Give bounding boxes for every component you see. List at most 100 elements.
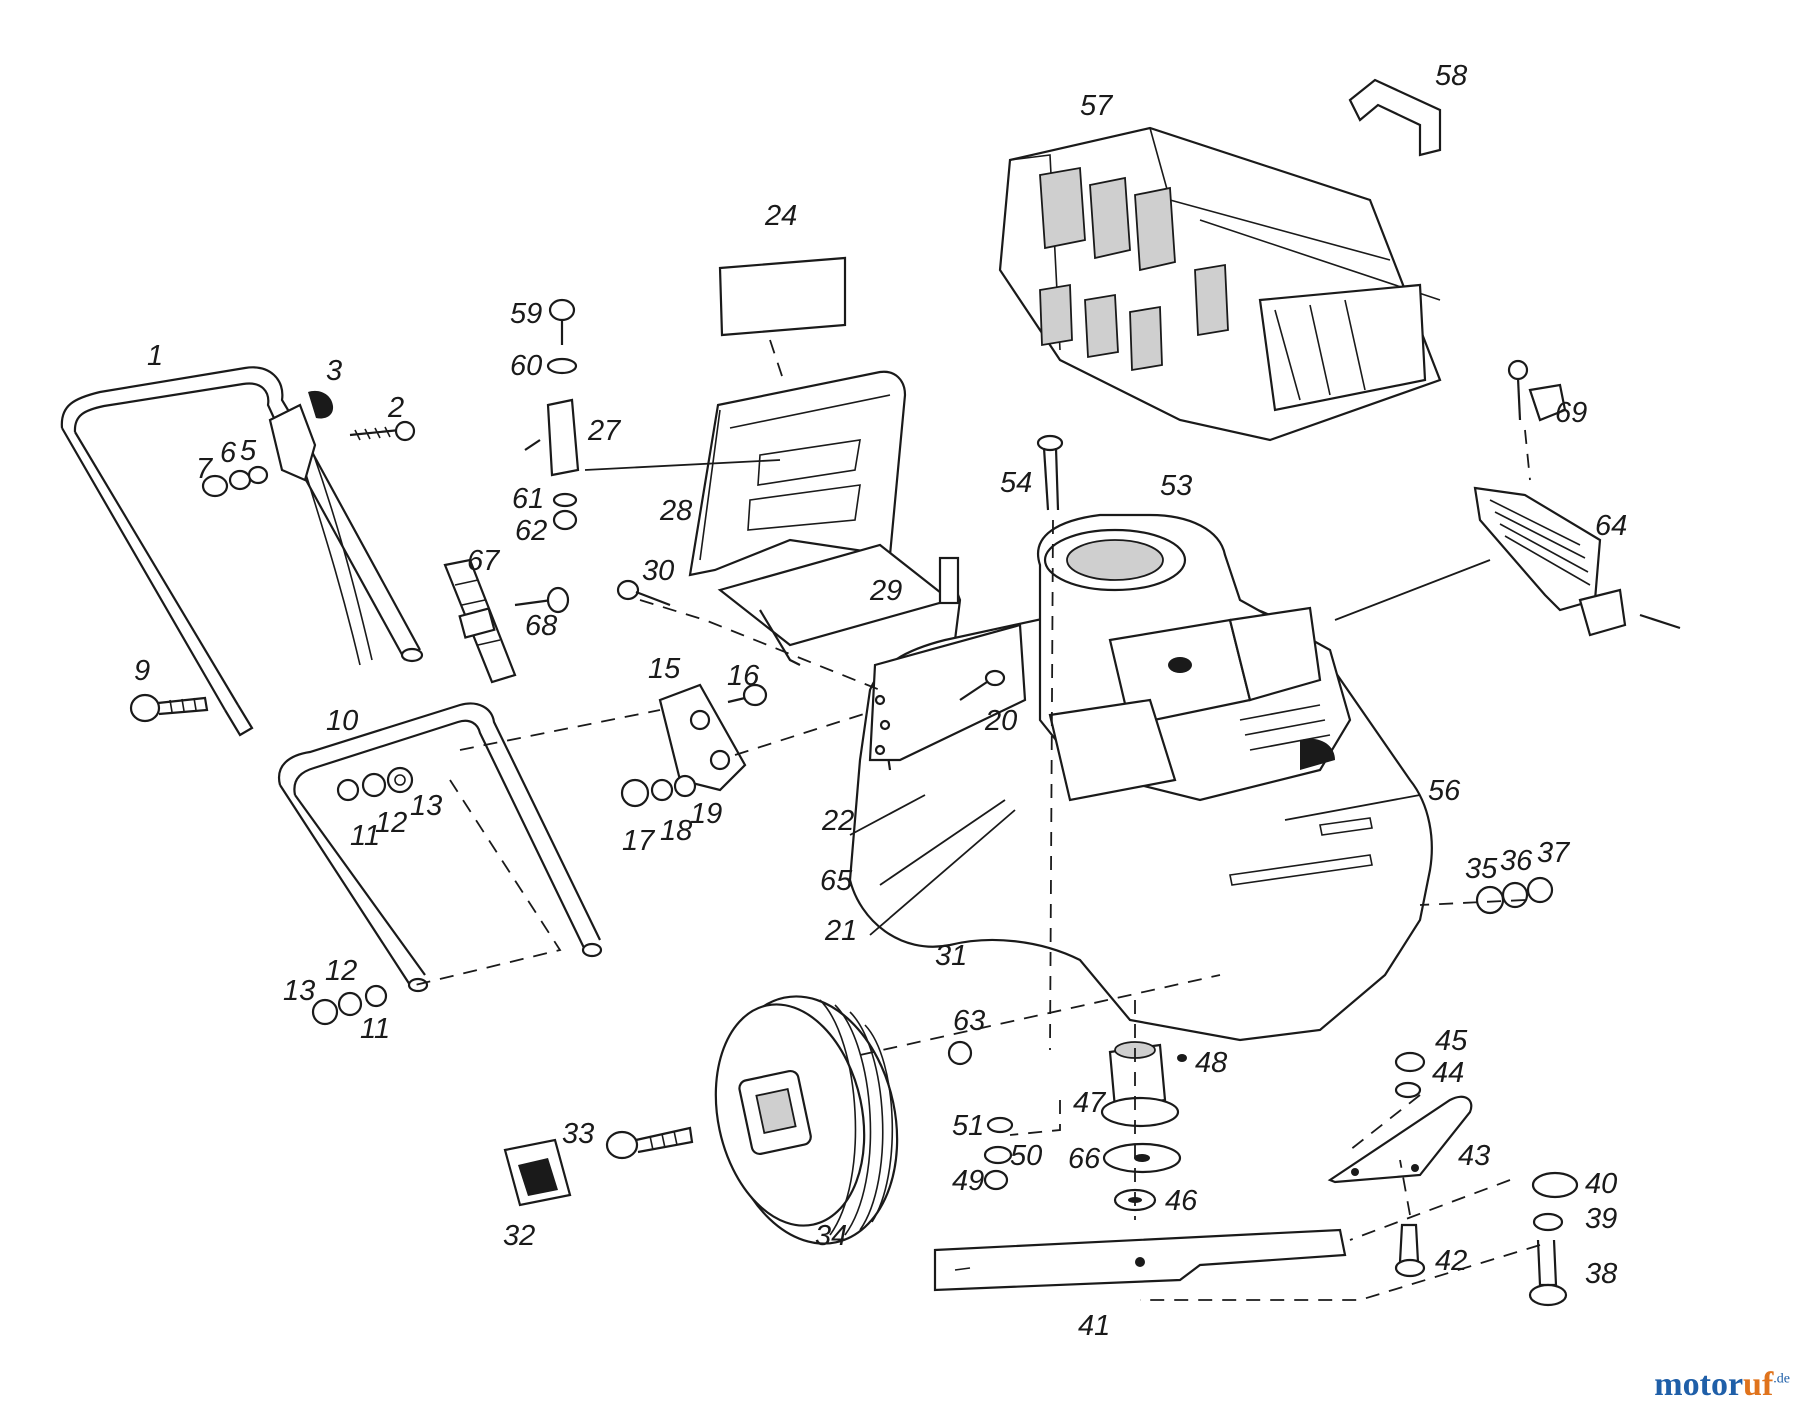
engine-part-53 [1037,513,1352,802]
callout-33: 33 [562,1118,594,1150]
callout-58: 58 [1435,60,1467,92]
callout-43: 43 [1458,1140,1490,1172]
callout-62: 62 [515,515,547,547]
key-part-48 [1177,1054,1187,1062]
callout-9: 9 [134,655,150,687]
bracket-part-69 [1507,359,1567,481]
callout-11-upper: 11 [350,820,380,852]
callout-13-upper: 13 [410,790,442,822]
screw-part-2 [349,420,416,442]
spring-assembly-59-62-27 [524,298,580,531]
washer-part-63 [947,1040,973,1066]
callout-5: 5 [240,435,257,467]
callout-6: 6 [220,437,237,469]
nut-part-44-45 [1394,1051,1426,1099]
callout-68: 68 [525,610,557,642]
callout-54: 54 [1000,467,1032,499]
callout-45: 45 [1435,1025,1468,1057]
long-bolt-part-54 [1036,434,1064,1051]
callout-56: 56 [1428,775,1461,807]
upper-handle-part-1 [60,366,424,737]
callout-47: 47 [1073,1087,1107,1119]
callout-50: 50 [1010,1140,1042,1172]
screw-part-20 [959,669,1006,701]
callout-64: 64 [1595,510,1627,542]
rear-deflector-part-64 [1473,486,1681,637]
callout-2: 2 [387,392,404,424]
callout-20: 20 [984,705,1017,737]
rear-flap-part-28 [688,370,907,577]
callout-7: 7 [196,453,214,485]
callout-48: 48 [1195,1047,1227,1079]
flap-bracket-part-29 [717,543,962,666]
callout-29: 29 [869,575,902,607]
motoruf-watermark: motoruf.de [1654,1366,1790,1404]
bolt-stack-38-39-40 [1528,1171,1579,1307]
blade-guard-part-43 [1327,1095,1473,1184]
callout-16: 16 [727,660,760,692]
callout-61: 61 [512,483,544,515]
watermark-brand-c: .de [1773,1371,1790,1387]
callout-12-lower: 12 [325,955,357,987]
callout-37: 37 [1537,837,1571,869]
wheel-cap-part-32 [503,1138,572,1207]
callout-67: 67 [467,545,501,577]
handle-clamp-part-67 [443,558,517,684]
bolt-part-42 [1394,1223,1426,1278]
wheel-part-34 [714,995,899,1245]
throttle-lever-part-3 [268,390,334,482]
callout-31: 31 [935,940,967,972]
carry-handle-part-58 [1348,78,1442,157]
deck-front-panel-22 [868,623,1027,762]
label-plate-part-24 [718,256,847,386]
callout-46: 46 [1165,1185,1198,1217]
callout-10: 10 [326,705,358,737]
callout-22: 22 [821,805,854,837]
callout-42: 42 [1435,1245,1467,1277]
callout-49: 49 [952,1165,984,1197]
callout-57: 57 [1080,90,1114,122]
wheel-bolt-part-33 [605,1126,694,1160]
callout-69: 69 [1555,397,1587,429]
callout-65: 65 [820,865,853,897]
washer-stack-49-50-51 [983,1116,1014,1191]
washer-part-66 [1102,1142,1182,1174]
callout-21: 21 [824,915,857,947]
callout-34: 34 [815,1220,847,1252]
screw-part-30 [616,579,671,607]
handle-control-cables [299,449,373,666]
washer-stack-11-12-13-lower [311,984,388,1026]
watermark-brand-b: uf [1743,1366,1774,1403]
bolt-part-9 [129,693,209,723]
callout-40: 40 [1585,1168,1617,1200]
callout-63: 63 [953,1005,985,1037]
callout-30: 30 [642,555,674,587]
screw-part-68 [514,586,570,614]
callout-53: 53 [1160,470,1192,502]
callout-19: 19 [690,798,722,830]
callout-59: 59 [510,298,542,330]
callout-18: 18 [660,815,692,847]
callout-32: 32 [503,1220,535,1252]
nut-stack-5-6-7 [201,465,269,498]
watermark-brand-a: motor [1654,1366,1744,1403]
callout-38: 38 [1585,1258,1617,1290]
callout-27: 27 [587,415,622,447]
callout-66: 66 [1068,1143,1101,1175]
blade-part-41 [933,1228,1347,1292]
callout-44: 44 [1432,1057,1464,1089]
callout-3: 3 [326,355,342,387]
assembly-lines [414,459,1541,1301]
callout-39: 39 [1585,1203,1617,1235]
callout-36: 36 [1500,845,1533,877]
nut-stack-17-18-19 [620,774,697,808]
callout-12-upper: 12 [375,807,407,839]
blade-adapter-part-47 [1100,1041,1180,1128]
callout-17: 17 [622,825,656,857]
grass-catcher-part-57 [998,126,1442,442]
lower-handle-part-10 [277,702,603,993]
callout-35: 35 [1465,853,1498,885]
callout-60: 60 [510,350,542,382]
washer-stack-11-12-13-upper [336,766,414,802]
